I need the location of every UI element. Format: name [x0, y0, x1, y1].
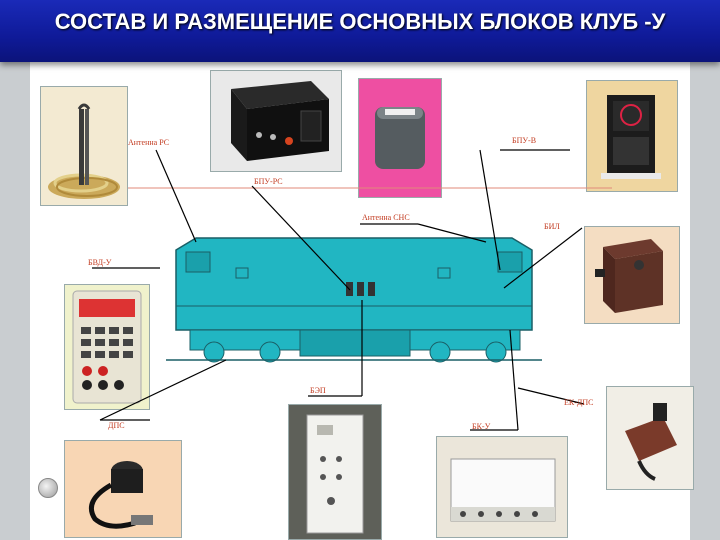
- photo-bpu-v: [358, 78, 442, 198]
- photo-bpu-rs: [210, 70, 342, 172]
- photo-bep: [288, 404, 382, 540]
- label-bvd-u: БВД-У: [88, 258, 111, 267]
- photo-antenna-rs: [40, 86, 128, 206]
- photo-ek-dps: [584, 226, 680, 324]
- label-bpu-v: БПУ-В: [512, 136, 536, 145]
- label-bk-u: БК-У: [472, 422, 490, 431]
- bep-cabinet-image: [289, 405, 381, 539]
- label-antenna-rs: Антенна РС: [128, 138, 169, 147]
- photo-bk-u: [436, 436, 568, 538]
- title-bar: СОСТАВ И РАЗМЕЩЕНИЕ ОСНОВНЫХ БЛОКОВ КЛУБ…: [0, 0, 720, 62]
- radio-block-image: [211, 71, 341, 171]
- bil-display-image: [587, 81, 677, 191]
- antenna-coil-image: [41, 87, 127, 205]
- label-bil: БИЛ: [544, 222, 560, 231]
- photo-bvd-u: [64, 284, 150, 410]
- dps-unit-image: [607, 387, 693, 489]
- dps-sensor-image: [65, 441, 181, 537]
- slide-title: СОСТАВ И РАЗМЕЩЕНИЕ ОСНОВНЫХ БЛОКОВ КЛУБ…: [0, 8, 720, 36]
- photo-bil: [586, 80, 678, 192]
- photo-dps-right: [606, 386, 694, 490]
- label-bpu-rs: БПУ-РС: [254, 177, 283, 186]
- round-seal-logo-icon: [38, 478, 58, 498]
- left-deco: [0, 62, 30, 540]
- ek-dps-box-image: [585, 227, 679, 323]
- bk-u-unit-image: [437, 437, 567, 537]
- label-dps: ДПС: [108, 421, 125, 430]
- bvd-u-panel-image: [65, 285, 149, 409]
- right-deco: [690, 62, 720, 540]
- label-bep: БЭП: [310, 386, 326, 395]
- photo-dps: [64, 440, 182, 538]
- label-antenna-sns: Антенна СНС: [362, 213, 410, 222]
- bpu-v-device-image: [359, 79, 441, 197]
- label-ek-dps: ЕК-ДПС: [564, 398, 593, 407]
